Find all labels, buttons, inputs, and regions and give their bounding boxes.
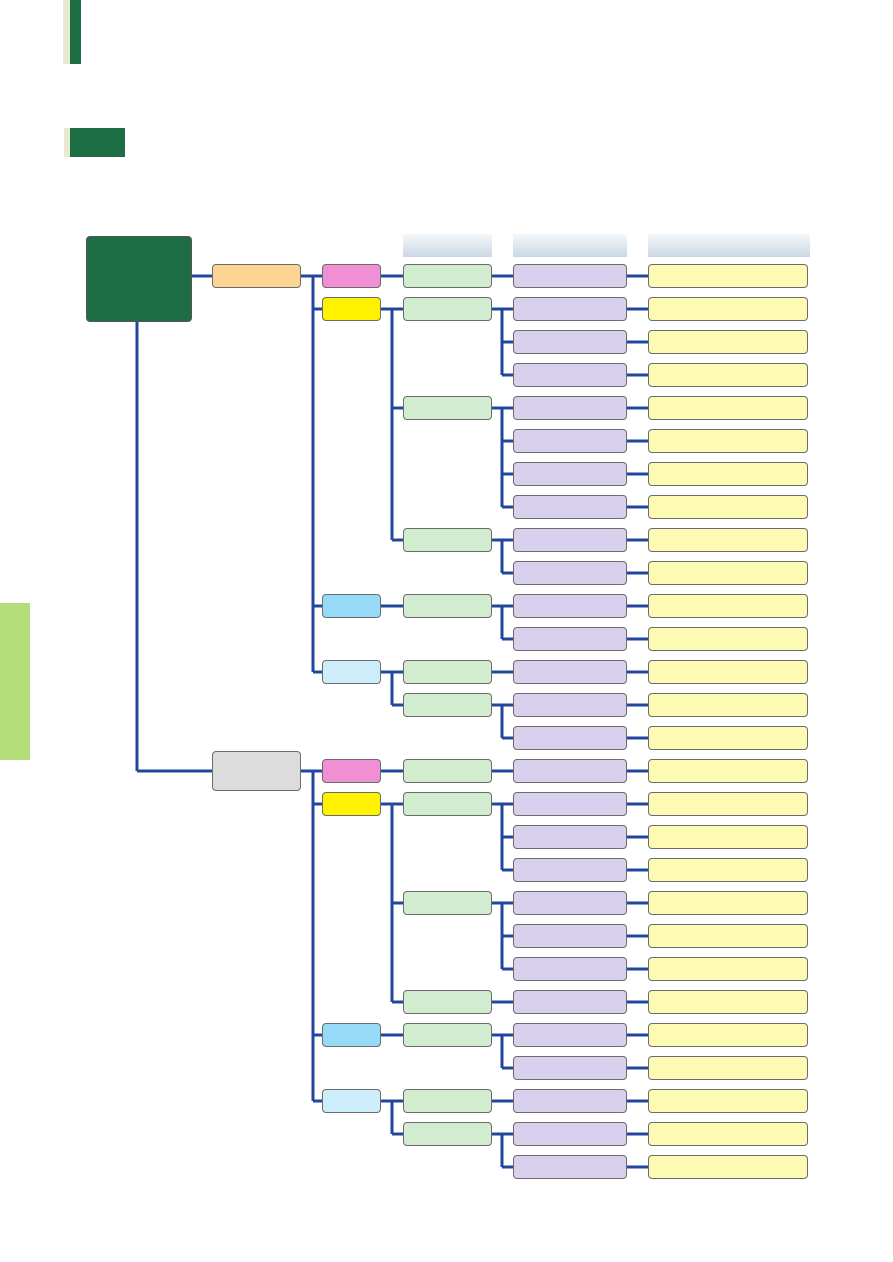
detail-node: [648, 297, 808, 321]
leaf-node: [513, 957, 627, 981]
group-node: [322, 264, 381, 288]
root-node: [86, 236, 192, 322]
leaf-node: [513, 1155, 627, 1179]
detail-node: [648, 1056, 808, 1080]
leaf-node: [513, 1023, 627, 1047]
detail-node: [648, 825, 808, 849]
detail-node: [648, 726, 808, 750]
detail-node: [648, 693, 808, 717]
leaf-node: [513, 330, 627, 354]
leaf-node: [513, 363, 627, 387]
detail-node: [648, 759, 808, 783]
column-header: [648, 234, 810, 257]
item-node: [403, 396, 492, 420]
detail-node: [648, 462, 808, 486]
item-node: [403, 990, 492, 1014]
detail-node: [648, 891, 808, 915]
leaf-node: [513, 561, 627, 585]
leaf-node: [513, 396, 627, 420]
leaf-node: [513, 759, 627, 783]
detail-node: [648, 858, 808, 882]
leaf-node: [513, 792, 627, 816]
leaf-node: [513, 858, 627, 882]
column-header: [403, 234, 492, 257]
item-node: [403, 1089, 492, 1113]
item-node: [403, 759, 492, 783]
leaf-node: [513, 660, 627, 684]
leaf-node: [513, 990, 627, 1014]
leaf-node: [513, 726, 627, 750]
leaf-node: [513, 1122, 627, 1146]
item-node: [403, 1122, 492, 1146]
group-node: [322, 594, 381, 618]
detail-node: [648, 627, 808, 651]
group-node: [322, 660, 381, 684]
detail-node: [648, 1155, 808, 1179]
detail-node: [648, 264, 808, 288]
group-node: [322, 1089, 381, 1113]
detail-node: [648, 363, 808, 387]
detail-node: [648, 990, 808, 1014]
group-node: [322, 792, 381, 816]
leaf-node: [513, 297, 627, 321]
leaf-node: [513, 264, 627, 288]
detail-node: [648, 1122, 808, 1146]
detail-node: [648, 957, 808, 981]
side-tab: [0, 603, 30, 760]
section-label: [70, 128, 125, 157]
branch-node: [212, 751, 301, 791]
detail-node: [648, 330, 808, 354]
detail-node: [648, 429, 808, 453]
leaf-node: [513, 528, 627, 552]
detail-node: [648, 528, 808, 552]
leaf-node: [513, 891, 627, 915]
item-node: [403, 1023, 492, 1047]
group-node: [322, 297, 381, 321]
item-node: [403, 528, 492, 552]
column-header: [513, 234, 627, 257]
leaf-node: [513, 693, 627, 717]
detail-node: [648, 396, 808, 420]
detail-node: [648, 1089, 808, 1113]
item-node: [403, 660, 492, 684]
detail-node: [648, 792, 808, 816]
item-node: [403, 264, 492, 288]
detail-node: [648, 594, 808, 618]
leaf-node: [513, 924, 627, 948]
leaf-node: [513, 429, 627, 453]
item-node: [403, 594, 492, 618]
item-node: [403, 693, 492, 717]
leaf-node: [513, 825, 627, 849]
item-node: [403, 792, 492, 816]
detail-node: [648, 495, 808, 519]
group-node: [322, 759, 381, 783]
detail-node: [648, 660, 808, 684]
leaf-node: [513, 1089, 627, 1113]
detail-node: [648, 561, 808, 585]
leaf-node: [513, 495, 627, 519]
leaf-node: [513, 627, 627, 651]
leaf-node: [513, 462, 627, 486]
branch-node: [212, 264, 301, 288]
detail-node: [648, 1023, 808, 1047]
group-node: [322, 1023, 381, 1047]
leaf-node: [513, 594, 627, 618]
header-bar-green: [70, 0, 81, 64]
item-node: [403, 891, 492, 915]
item-node: [403, 297, 492, 321]
leaf-node: [513, 1056, 627, 1080]
detail-node: [648, 924, 808, 948]
